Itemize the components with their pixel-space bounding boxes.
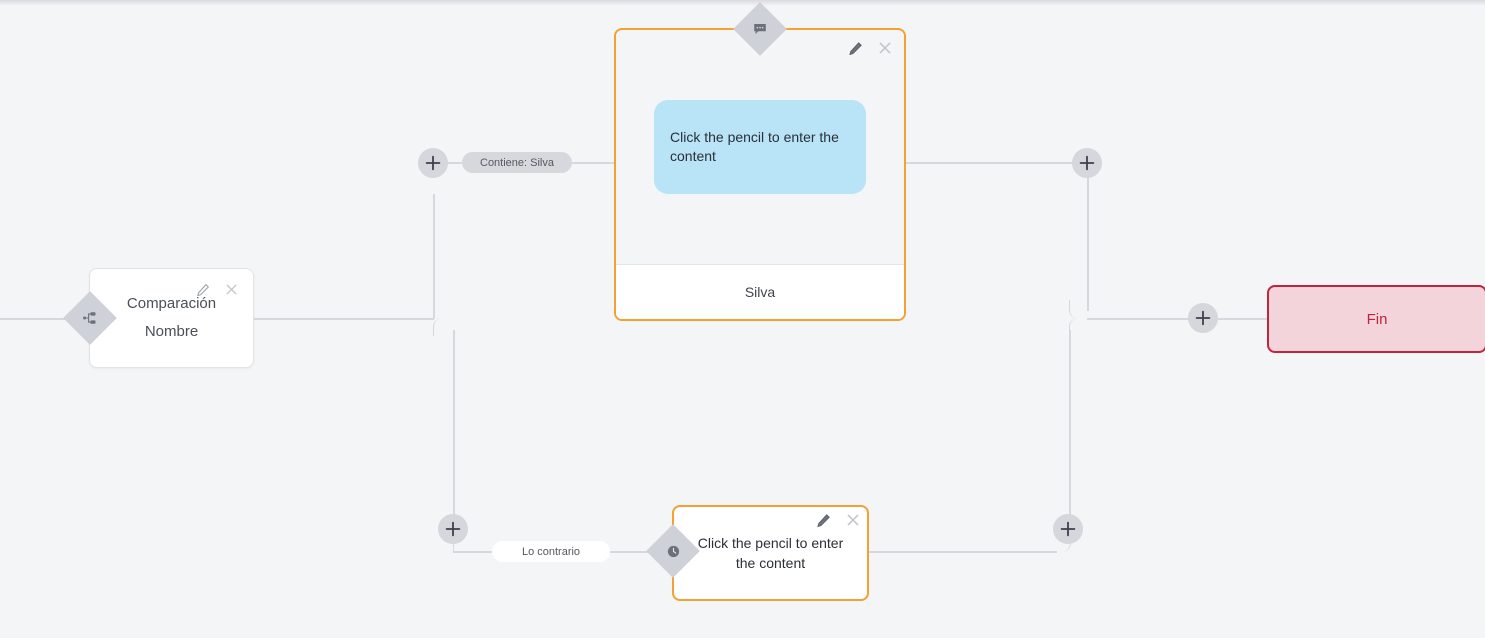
connector-canvas-to-compare — [0, 318, 74, 320]
end-node-label: Fin — [1366, 310, 1388, 328]
message-bubble-glyph — [751, 20, 769, 38]
message-bubble-icon — [733, 2, 787, 56]
connector-compare-out — [254, 318, 434, 320]
edge-label-otherwise[interactable]: Lo contrario — [492, 541, 610, 562]
pencil-svg — [197, 283, 209, 296]
wait-actions — [816, 512, 861, 528]
message-body: Click the pencil to enter the content — [616, 30, 904, 264]
connector-corner-split-down — [433, 318, 456, 336]
close-svg — [879, 42, 891, 54]
branch-hierarchy-glyph — [81, 309, 99, 327]
pencil-icon[interactable] — [848, 41, 863, 56]
connector-message-out — [906, 162, 1074, 164]
message-bubble-placeholder[interactable]: Click the pencil to enter the content — [654, 100, 866, 194]
add-step-branch-true-left[interactable] — [418, 148, 448, 178]
wait-placeholder-text: Click the pencil to enter the content — [697, 535, 844, 571]
add-step-branch-false-left[interactable] — [438, 514, 468, 544]
clock-icon — [646, 524, 700, 578]
close-svg — [847, 514, 859, 526]
pencil-svg — [849, 41, 862, 55]
connector-true-label-right — [566, 162, 614, 164]
plus-icon — [425, 155, 441, 171]
pencil-icon[interactable] — [196, 283, 210, 297]
message-footer-label: Silva — [616, 264, 904, 319]
connector-wait-out — [869, 551, 1057, 553]
plus-icon — [1060, 521, 1076, 537]
add-step-before-end[interactable] — [1188, 303, 1218, 333]
close-icon[interactable] — [224, 282, 239, 297]
plus-icon — [445, 521, 461, 537]
branch-hierarchy-svg — [83, 312, 96, 324]
add-step-branch-true-right[interactable] — [1072, 148, 1102, 178]
close-icon[interactable] — [845, 512, 861, 528]
pencil-icon[interactable] — [816, 513, 831, 528]
comparison-title: Comparación — [126, 295, 217, 312]
close-svg — [226, 284, 237, 295]
comparison-subtitle: Nombre — [144, 323, 199, 340]
branch-hierarchy-icon — [63, 291, 117, 345]
connector-split-up — [433, 194, 435, 319]
connector-merge-to-end-plus — [1087, 318, 1189, 320]
connector-end-plus-to-end — [1218, 318, 1268, 320]
pencil-svg — [817, 513, 830, 527]
clock-svg — [667, 545, 679, 557]
edge-label-contains[interactable]: Contiene: Silva — [462, 152, 572, 173]
node-send-message[interactable]: Click the pencil to enter the content Si… — [614, 28, 906, 321]
connector-corner-merge-down — [1069, 318, 1090, 336]
message-bubble-svg — [754, 24, 766, 35]
connector-true-label-left — [448, 162, 470, 164]
connector-false-merge-up — [1069, 330, 1071, 528]
connector-corner-true-merge — [1069, 300, 1090, 319]
connector-false-label-left — [468, 551, 494, 553]
clock-glyph — [664, 542, 682, 560]
node-end[interactable]: Fin — [1267, 285, 1485, 353]
plus-icon — [1195, 310, 1211, 326]
add-step-branch-false-right[interactable] — [1053, 514, 1083, 544]
close-icon[interactable] — [877, 40, 893, 56]
window-top-edge — [0, 0, 1485, 6]
connector-false-branch-down — [453, 330, 455, 530]
connector-true-merge-down — [1087, 178, 1089, 311]
plus-icon — [1079, 155, 1095, 171]
connector-false-label-right — [608, 551, 656, 553]
message-actions — [848, 40, 893, 56]
comparison-actions — [196, 282, 239, 297]
